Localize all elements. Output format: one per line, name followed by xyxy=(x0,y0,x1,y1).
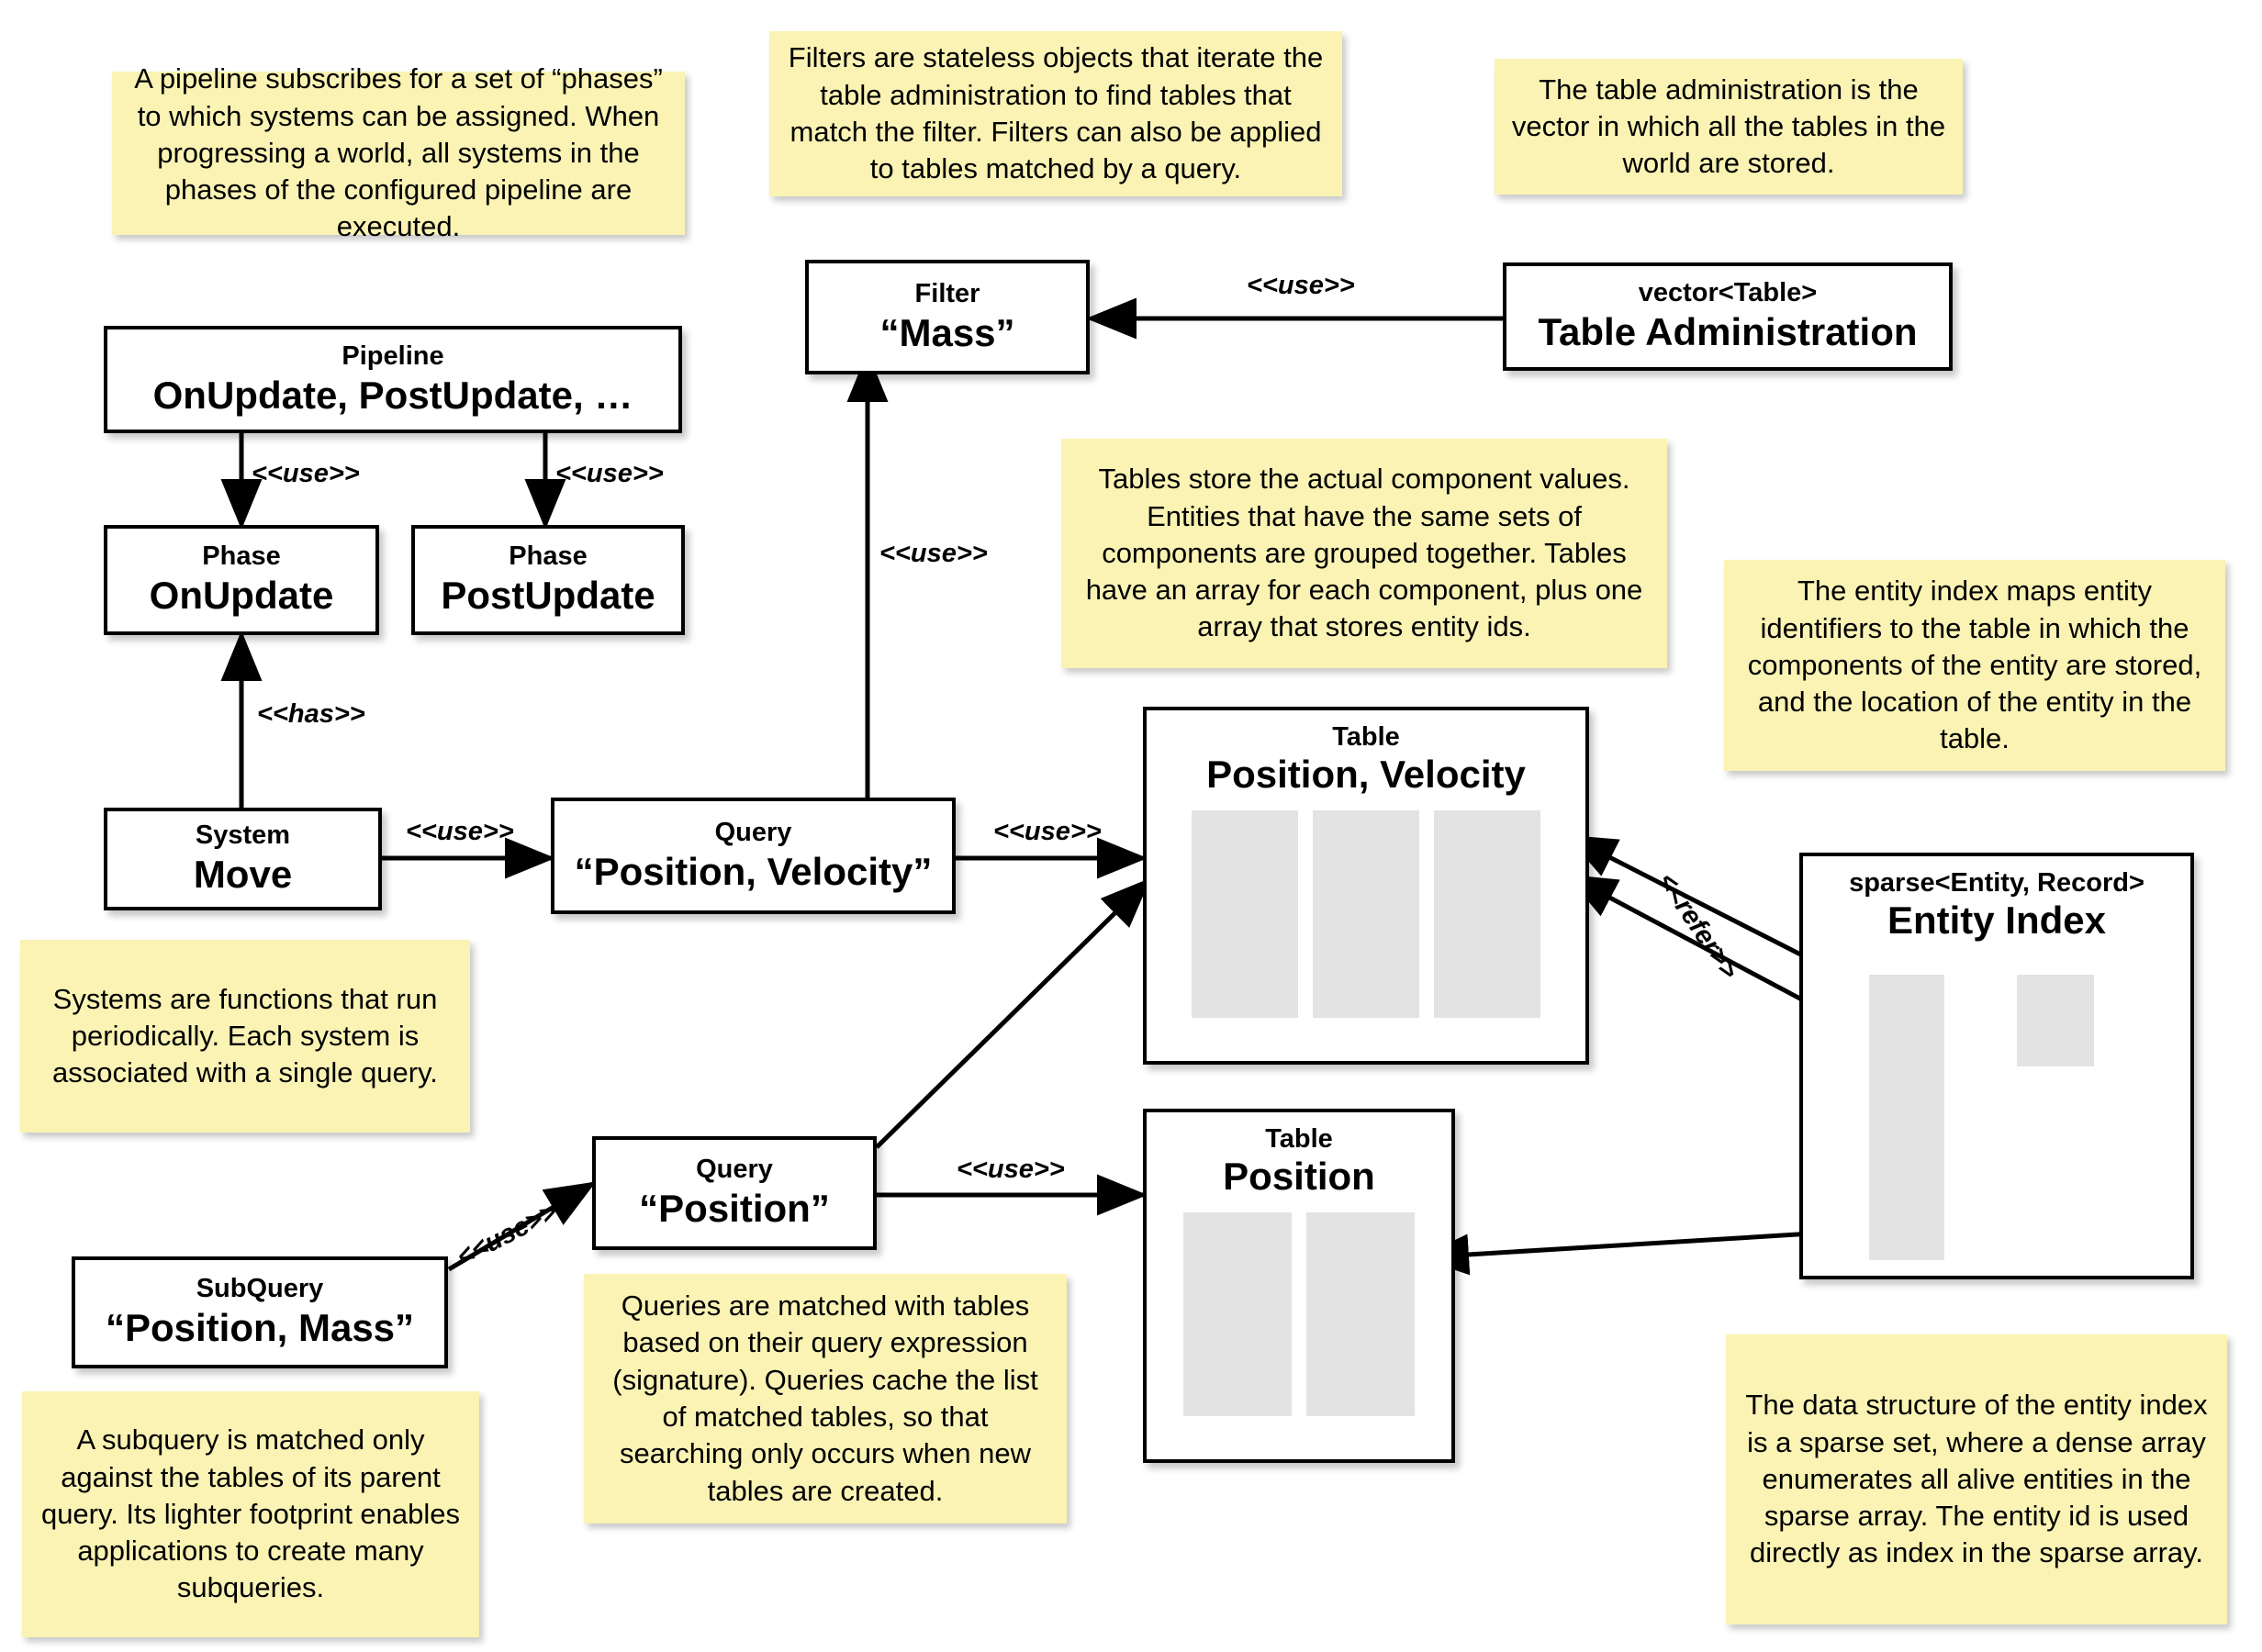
box-entity-index-stereotype: sparse<Entity, Record> xyxy=(1849,868,2144,898)
box-phase-postupdate-stereotype: Phase xyxy=(509,541,588,572)
table-position-columns xyxy=(1183,1212,1415,1417)
note-tables: Tables store the actual component values… xyxy=(1061,439,1667,668)
table-column xyxy=(1192,810,1298,1019)
entity-index-sparse-array xyxy=(1869,975,1944,1260)
edge-label-query-pv-to-table-pv: <<use>> xyxy=(993,817,1102,846)
note-sparse-set-text: The data structure of the entity index i… xyxy=(1745,1389,2208,1569)
edge-label-subquery-to-query: <<use>> xyxy=(452,1197,562,1273)
box-query-position-velocity-stereotype: Query xyxy=(714,817,792,847)
note-filters: Filters are stateless objects that itera… xyxy=(769,31,1342,196)
box-system-move[interactable]: System Move xyxy=(104,808,382,910)
edge-label-system-to-phase: <<has>> xyxy=(257,699,365,729)
table-column xyxy=(1434,810,1540,1019)
edge-label-pipeline-to-phase-onupdate: <<use>> xyxy=(252,459,360,488)
box-filter-mass-stereotype: Filter xyxy=(914,278,980,308)
edge-label-pipeline-to-phase-postupdate: <<use>> xyxy=(555,459,664,488)
box-phase-onupdate-title: OnUpdate xyxy=(149,574,334,618)
box-query-position[interactable]: Query “Position” xyxy=(592,1136,877,1250)
box-table-position[interactable]: Table Position xyxy=(1143,1109,1455,1463)
table-position-velocity-columns xyxy=(1192,810,1540,1019)
note-pipeline-text: A pipeline subscribes for a set of “phas… xyxy=(134,62,663,243)
note-subquery: A subquery is matched only against the t… xyxy=(22,1391,479,1637)
box-entity-index[interactable]: sparse<Entity, Record> Entity Index xyxy=(1799,853,2194,1279)
table-column xyxy=(1306,1212,1415,1417)
note-systems: Systems are functions that run periodica… xyxy=(20,940,470,1133)
box-subquery-position-mass-stereotype: SubQuery xyxy=(196,1274,324,1304)
note-sparse-set: The data structure of the entity index i… xyxy=(1726,1334,2227,1624)
box-entity-index-title: Entity Index xyxy=(1887,898,2107,942)
box-subquery-position-mass[interactable]: SubQuery “Position, Mass” xyxy=(72,1256,448,1368)
box-query-position-velocity-title: “Position, Velocity” xyxy=(574,849,933,893)
note-filters-text: Filters are stateless objects that itera… xyxy=(788,41,1324,185)
note-entity-index-text: The entity index maps entity identifiers… xyxy=(1747,575,2202,755)
box-table-administration-stereotype: vector<Table> xyxy=(1638,278,1818,308)
note-queries: Queries are matched with tables based on… xyxy=(584,1274,1067,1524)
edge-query-p-to-table-pv xyxy=(875,877,1151,1149)
edge-label-system-to-query: <<use>> xyxy=(406,817,514,846)
note-pipeline: A pipeline subscribes for a set of “phas… xyxy=(112,62,685,242)
note-table-administration-text: The table administration is the vector i… xyxy=(1511,73,1946,180)
box-pipeline-stereotype: Pipeline xyxy=(342,340,444,371)
box-table-position-title: Position xyxy=(1223,1154,1375,1198)
note-systems-text: Systems are functions that run periodica… xyxy=(52,982,438,1089)
box-table-position-velocity-stereotype: Table xyxy=(1332,722,1400,752)
box-phase-onupdate-stereotype: Phase xyxy=(202,541,281,572)
box-table-position-velocity-title: Position, Velocity xyxy=(1206,752,1526,796)
note-entity-index: The entity index maps entity identifiers… xyxy=(1724,560,2225,771)
box-table-administration-title: Table Administration xyxy=(1538,310,1918,354)
note-table-administration: The table administration is the vector i… xyxy=(1495,59,1963,195)
box-table-position-stereotype: Table xyxy=(1265,1124,1333,1154)
table-column xyxy=(1313,810,1419,1019)
box-phase-onupdate[interactable]: Phase OnUpdate xyxy=(104,525,379,635)
edge-label-query-to-filter: <<use>> xyxy=(879,539,988,568)
box-system-move-title: Move xyxy=(193,853,293,897)
edge-label-query-p-to-table-p: <<use>> xyxy=(957,1155,1065,1184)
box-query-position-velocity[interactable]: Query “Position, Velocity” xyxy=(551,798,956,914)
note-queries-text: Queries are matched with tables based on… xyxy=(612,1289,1038,1507)
box-filter-mass-title: “Mass” xyxy=(879,310,1015,354)
box-phase-postupdate[interactable]: Phase PostUpdate xyxy=(411,525,685,635)
box-query-position-title: “Position” xyxy=(639,1187,830,1231)
box-query-position-stereotype: Query xyxy=(696,1155,773,1185)
note-tables-text: Tables store the actual component values… xyxy=(1085,463,1643,643)
box-filter-mass[interactable]: Filter “Mass” xyxy=(805,260,1090,374)
box-subquery-position-mass-title: “Position, Mass” xyxy=(105,1306,415,1350)
box-pipeline-title: OnUpdate, PostUpdate, … xyxy=(152,373,633,417)
box-system-move-stereotype: System xyxy=(195,820,291,851)
box-table-administration[interactable]: vector<Table> Table Administration xyxy=(1503,262,1953,371)
note-subquery-text: A subquery is matched only against the t… xyxy=(40,1423,461,1604)
box-pipeline[interactable]: Pipeline OnUpdate, PostUpdate, … xyxy=(104,326,682,433)
box-phase-postupdate-title: PostUpdate xyxy=(441,574,655,618)
edge-label-tableadmin-to-filter: <<use>> xyxy=(1247,271,1355,300)
entity-index-dense-array xyxy=(2017,975,2094,1066)
box-table-position-velocity[interactable]: Table Position, Velocity xyxy=(1143,707,1589,1065)
table-column xyxy=(1183,1212,1292,1417)
edge-label-entityindex-to-table: <<refer>> xyxy=(1652,867,1744,985)
